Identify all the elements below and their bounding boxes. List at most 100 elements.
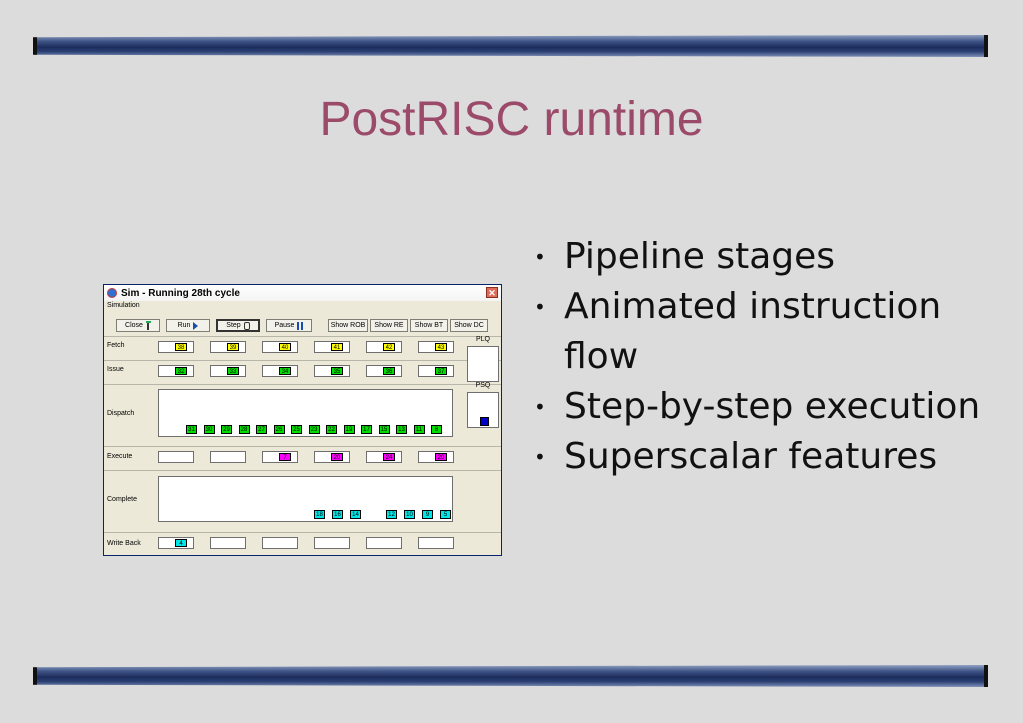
bottom-decorative-bar [33,665,988,687]
dispatch-instruction: 23 [308,425,320,434]
fetch-instruction: 39 [227,343,239,351]
writeback-slot: 4 [158,537,194,549]
dispatch-instruction: 28 [238,425,250,434]
fetch-instruction: 43 [435,343,447,351]
pause-button[interactable]: Pause [266,319,312,332]
fetch-instruction: 40 [279,343,291,351]
play-icon [193,321,199,330]
window-titlebar: Sim - Running 28th cycle ✕ [104,285,501,301]
writeback-instruction: 4 [175,539,187,547]
issue-instruction: 36 [383,367,395,375]
top-decorative-bar [33,35,988,57]
dispatch-instruction: 8 [431,425,442,434]
complete-instruction: 16 [332,510,343,519]
psq-box [467,392,499,428]
writeback-row: Write Back 4 [104,532,501,555]
complete-instruction: 9 [422,510,433,519]
dispatch-instruction: 19 [343,425,355,434]
writeback-slot [418,537,454,549]
execute-instruction: 7 [279,453,291,461]
execute-slot [210,451,246,463]
show-re-button[interactable]: Show RE [370,319,408,332]
issue-slot: 35 [314,365,350,377]
dispatch-instruction: 25 [291,425,302,434]
show-rob-button[interactable]: Show ROB [328,319,368,332]
fetch-instruction: 38 [175,343,187,351]
fetch-slot: 39 [210,341,246,353]
step-icon [243,321,250,330]
writeback-slot [210,537,246,549]
psq-entry [480,417,489,426]
dispatch-instruction: 15 [378,425,390,434]
complete-instruction: 12 [386,510,397,519]
window-title: Sim - Running 28th cycle [121,287,240,299]
show-dc-button[interactable]: Show DC [450,319,488,332]
complete-label: Complete [107,496,137,503]
execute-instruction: 20 [331,453,343,461]
execute-slot: 20 [314,451,350,463]
close-button[interactable]: Close [116,319,160,332]
menu-simulation[interactable]: Simulation [107,302,140,309]
fetch-slot: 43 [418,341,454,353]
complete-instruction: 10 [404,510,415,519]
issue-slot: 36 [366,365,402,377]
door-icon [145,321,151,330]
dispatch-instruction: 31 [186,425,197,434]
app-icon [107,288,117,298]
dispatch-instruction: 13 [396,425,407,434]
bullet-item: •Pipeline stages [534,236,836,277]
execute-instruction: 20 [435,453,447,461]
execute-slot: 24 [366,451,402,463]
execute-instruction: 24 [383,453,395,461]
fetch-label: Fetch [107,342,125,349]
show-bt-button[interactable]: Show BT [410,319,448,332]
simulator-window: Sim - Running 28th cycle ✕ Simulation Cl… [103,284,502,556]
complete-instruction: 18 [314,510,325,519]
bullet-item: •Step-by-step execution [534,386,981,427]
fetch-slot: 42 [366,341,402,353]
menu-bar: Simulation [104,301,501,311]
run-button[interactable]: Run [166,319,210,332]
execute-label: Execute [107,453,133,460]
toolbar: Close Run Step Pause Show ROB Show RE Sh… [104,318,501,334]
issue-slot: 33 [210,365,246,377]
fetch-instruction: 41 [331,343,343,351]
issue-slot: 32 [158,365,194,377]
bullet-item: •Animated instruction flow [534,286,942,377]
execute-row: Execute 7 20 24 20 [104,446,501,469]
writeback-slot [262,537,298,549]
plq-box [467,346,499,382]
plq-label: PLQ [475,336,490,343]
dispatch-label: Dispatch [107,410,135,417]
complete-instruction: 14 [350,510,361,519]
writeback-label: Write Back [107,540,141,547]
pause-icon [297,321,304,330]
dispatch-instruction: 17 [361,425,372,434]
dispatch-instruction: 29 [221,425,232,434]
issue-instruction: 35 [331,367,343,375]
dispatch-instruction: 26 [273,425,285,434]
dispatch-instruction: 30 [203,425,215,434]
issue-label: Issue [107,366,124,373]
execute-slot: 20 [418,451,454,463]
issue-instruction: 37 [435,367,447,375]
execute-slot [158,451,194,463]
step-button[interactable]: Step [216,319,260,332]
issue-instruction: 33 [227,367,239,375]
execute-slot: 7 [262,451,298,463]
writeback-slot [314,537,350,549]
issue-instruction: 32 [175,367,187,375]
slide-title: PostRISC runtime [319,93,704,146]
bullet-item: •Superscalar features [534,436,938,477]
issue-slot: 37 [418,365,454,377]
dispatch-instruction: 11 [413,425,425,434]
writeback-slot [366,537,402,549]
fetch-slot: 38 [158,341,194,353]
fetch-slot: 40 [262,341,298,353]
close-icon[interactable]: ✕ [486,287,498,298]
